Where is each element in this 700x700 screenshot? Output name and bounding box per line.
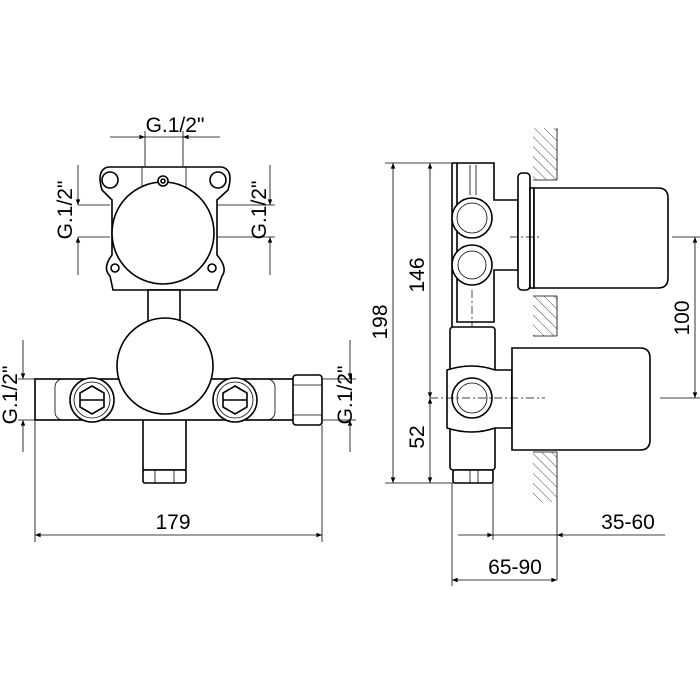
valve-body xyxy=(34,289,323,484)
total-height-dimension: 198 xyxy=(369,162,453,484)
left-lower-port-label: G.1/2" xyxy=(0,366,22,425)
front-view: G.1/2" G.1/2" G.1/2" xyxy=(0,114,357,542)
upper-handle xyxy=(517,172,669,291)
upper-height-label: 146 xyxy=(406,257,429,292)
width-dimension: 179 xyxy=(34,420,323,542)
total-height-label: 198 xyxy=(369,304,392,339)
installation-depth-dimension: 65-90 xyxy=(451,483,557,586)
left-outlet-fitting xyxy=(69,377,115,423)
top-port-dimension: G.1/2" xyxy=(110,114,220,166)
wall-depth-label: 35-60 xyxy=(601,511,655,534)
left-upper-port-dimension: G.1/2" xyxy=(54,165,110,275)
handle-spacing-dimension: 100 xyxy=(660,236,700,399)
right-upper-port-dimension: G.1/2" xyxy=(218,165,275,275)
right-upper-port-label: G.1/2" xyxy=(248,181,271,240)
right-lower-port-dimension: G.1/2" xyxy=(322,340,357,452)
wall xyxy=(533,128,558,580)
installation-depth-label: 65-90 xyxy=(488,556,542,579)
mounting-bracket xyxy=(99,166,231,291)
left-lower-port-dimension: G.1/2" xyxy=(0,340,35,452)
side-view: 198 146 52 100 35-60 65-90 xyxy=(369,128,700,586)
top-port-label: G.1/2" xyxy=(146,114,205,137)
width-label: 179 xyxy=(155,511,190,534)
handle-spacing-label: 100 xyxy=(671,300,694,335)
left-upper-port-label: G.1/2" xyxy=(54,181,77,240)
right-lower-port-label: G.1/2" xyxy=(334,366,357,425)
upper-height-dimension: 146 xyxy=(406,163,433,399)
right-outlet-fitting xyxy=(212,377,258,423)
wall-depth-dimension: 35-60 xyxy=(458,483,665,540)
lower-height-dimension: 52 xyxy=(406,397,433,484)
valve-side xyxy=(446,162,534,484)
lower-handle xyxy=(511,347,651,451)
lower-height-label: 52 xyxy=(406,425,429,448)
